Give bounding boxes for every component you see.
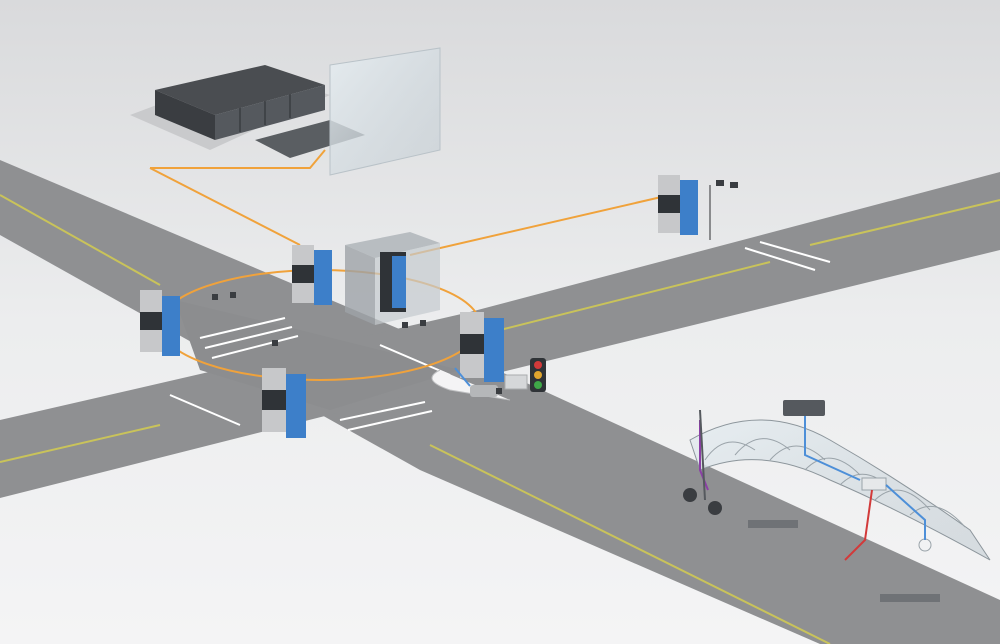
shelter-switch: [861, 477, 887, 491]
bus-shelter: [683, 400, 991, 602]
data-center: [130, 47, 441, 176]
cctv-camera: [454, 367, 528, 397]
lane-line-1: [0, 194, 161, 286]
switch-cabinet: [380, 252, 406, 312]
shelter-roof: [689, 419, 991, 561]
shelter-eth-2: [885, 484, 926, 540]
switch-east: [460, 312, 504, 382]
fiber-datacenter: [150, 149, 326, 169]
lane-line-4: [499, 261, 771, 331]
switch-north: [292, 245, 332, 305]
fiber-remote: [409, 194, 671, 256]
traffic-light: [530, 358, 546, 392]
hand-truck: [683, 409, 722, 515]
switch-remote: [658, 175, 738, 240]
road-sensors: [212, 292, 426, 346]
lane-line-2: [429, 444, 831, 644]
switch-south: [262, 368, 306, 438]
shelter-bench-1: [748, 520, 798, 528]
shelter-eth: [804, 416, 861, 481]
switch-west: [140, 290, 180, 356]
lane-line-5: [809, 199, 1000, 246]
shelter-power: [844, 489, 873, 561]
shelter-bench-2: [880, 594, 940, 602]
fiber-datacenter-2: [149, 167, 301, 246]
glass-panel: [329, 47, 441, 176]
crosswalks: [169, 241, 831, 431]
shelter-router: [783, 400, 825, 416]
shelter-sensor: [918, 538, 932, 552]
lane-line-3: [0, 424, 161, 463]
shelter-purple: [699, 420, 709, 491]
